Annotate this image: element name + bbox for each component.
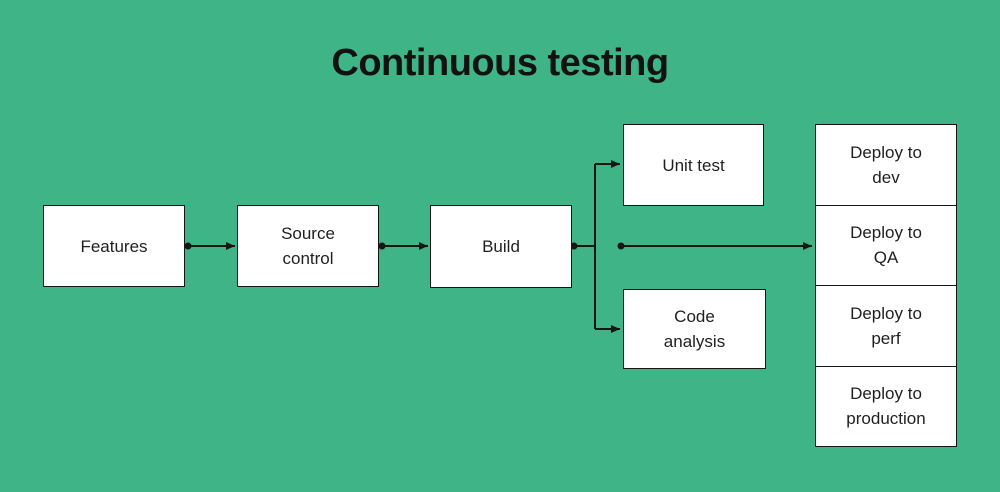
- node-deploy-production-label: Deploy to production: [846, 384, 926, 429]
- node-unit-test: Unit test: [623, 124, 764, 206]
- node-build-label: Build: [482, 237, 520, 256]
- node-code-analysis: Code analysis: [623, 289, 766, 369]
- connector-dot-features: [184, 242, 192, 250]
- node-source-control: Source control: [237, 205, 379, 287]
- deploy-column: Deploy to dev Deploy to QA Deploy to per…: [815, 124, 957, 447]
- node-features: Features: [43, 205, 185, 287]
- node-deploy-perf: Deploy to perf: [816, 286, 956, 367]
- node-features-label: Features: [80, 236, 148, 256]
- node-deploy-dev-label: Deploy to dev: [850, 142, 922, 187]
- node-build: Build: [430, 205, 572, 288]
- node-source-control-label: Source control: [281, 224, 335, 268]
- connector-dot-source-control: [378, 242, 386, 250]
- node-deploy-qa: Deploy to QA: [816, 205, 956, 286]
- node-code-analysis-label: Code analysis: [663, 307, 726, 351]
- node-deploy-qa-label: Deploy to QA: [850, 223, 922, 268]
- node-deploy-dev: Deploy to dev: [816, 125, 956, 206]
- connector-build-branch-trunk: [574, 164, 596, 329]
- node-unit-test-label: Unit test: [662, 155, 725, 175]
- node-deploy-production: Deploy to production: [816, 366, 956, 446]
- diagram-title: Continuous testing: [331, 42, 669, 84]
- connector-dot-deploy-line: [617, 242, 625, 250]
- node-deploy-perf-label: Deploy to perf: [850, 303, 922, 348]
